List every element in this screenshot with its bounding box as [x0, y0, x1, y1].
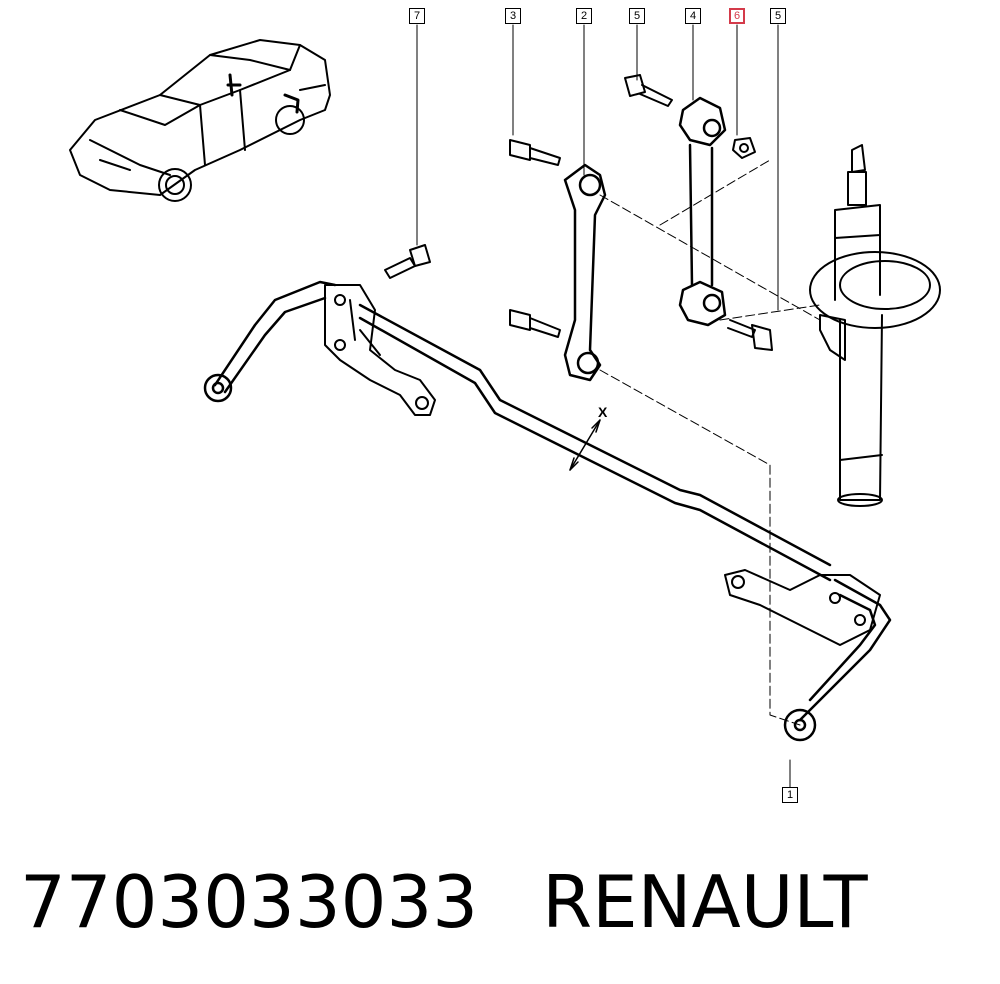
- callout-4[interactable]: 4: [685, 8, 701, 24]
- shock-absorber: [809, 144, 941, 507]
- bolt-5-upper: [624, 74, 673, 107]
- callout-5-lower[interactable]: 5: [770, 8, 786, 24]
- callout-6-highlighted[interactable]: 6: [729, 8, 745, 24]
- link-rod-4: [678, 96, 727, 327]
- dimension-x-marker: [569, 419, 601, 471]
- nut-6: [732, 137, 756, 159]
- leader-lines: [416, 24, 791, 788]
- brand-name: RENAULT: [542, 860, 868, 944]
- parts-diagram: [69, 24, 941, 788]
- callout-5-upper[interactable]: 5: [629, 8, 645, 24]
- dimension-x-label: X: [598, 404, 608, 420]
- callout-7[interactable]: 7: [409, 8, 425, 24]
- dashed-lines: [599, 159, 821, 726]
- part-number: 7703033033: [20, 860, 479, 944]
- callout-2[interactable]: 2: [576, 8, 592, 24]
- right-bracket: [724, 569, 881, 646]
- bolt-lower: [509, 309, 561, 338]
- callout-1[interactable]: 1: [782, 787, 798, 803]
- bolt-7: [384, 244, 431, 279]
- stabilizer-bar: [203, 280, 892, 742]
- left-bracket: [324, 284, 436, 416]
- footer-caption: 7703033033 RENAULT: [20, 860, 868, 944]
- callout-3[interactable]: 3: [505, 8, 521, 24]
- bolt-3: [509, 139, 561, 166]
- car-illustration: [69, 39, 331, 202]
- link-rod-2: [563, 163, 607, 382]
- bolt-5-lower: [727, 319, 773, 351]
